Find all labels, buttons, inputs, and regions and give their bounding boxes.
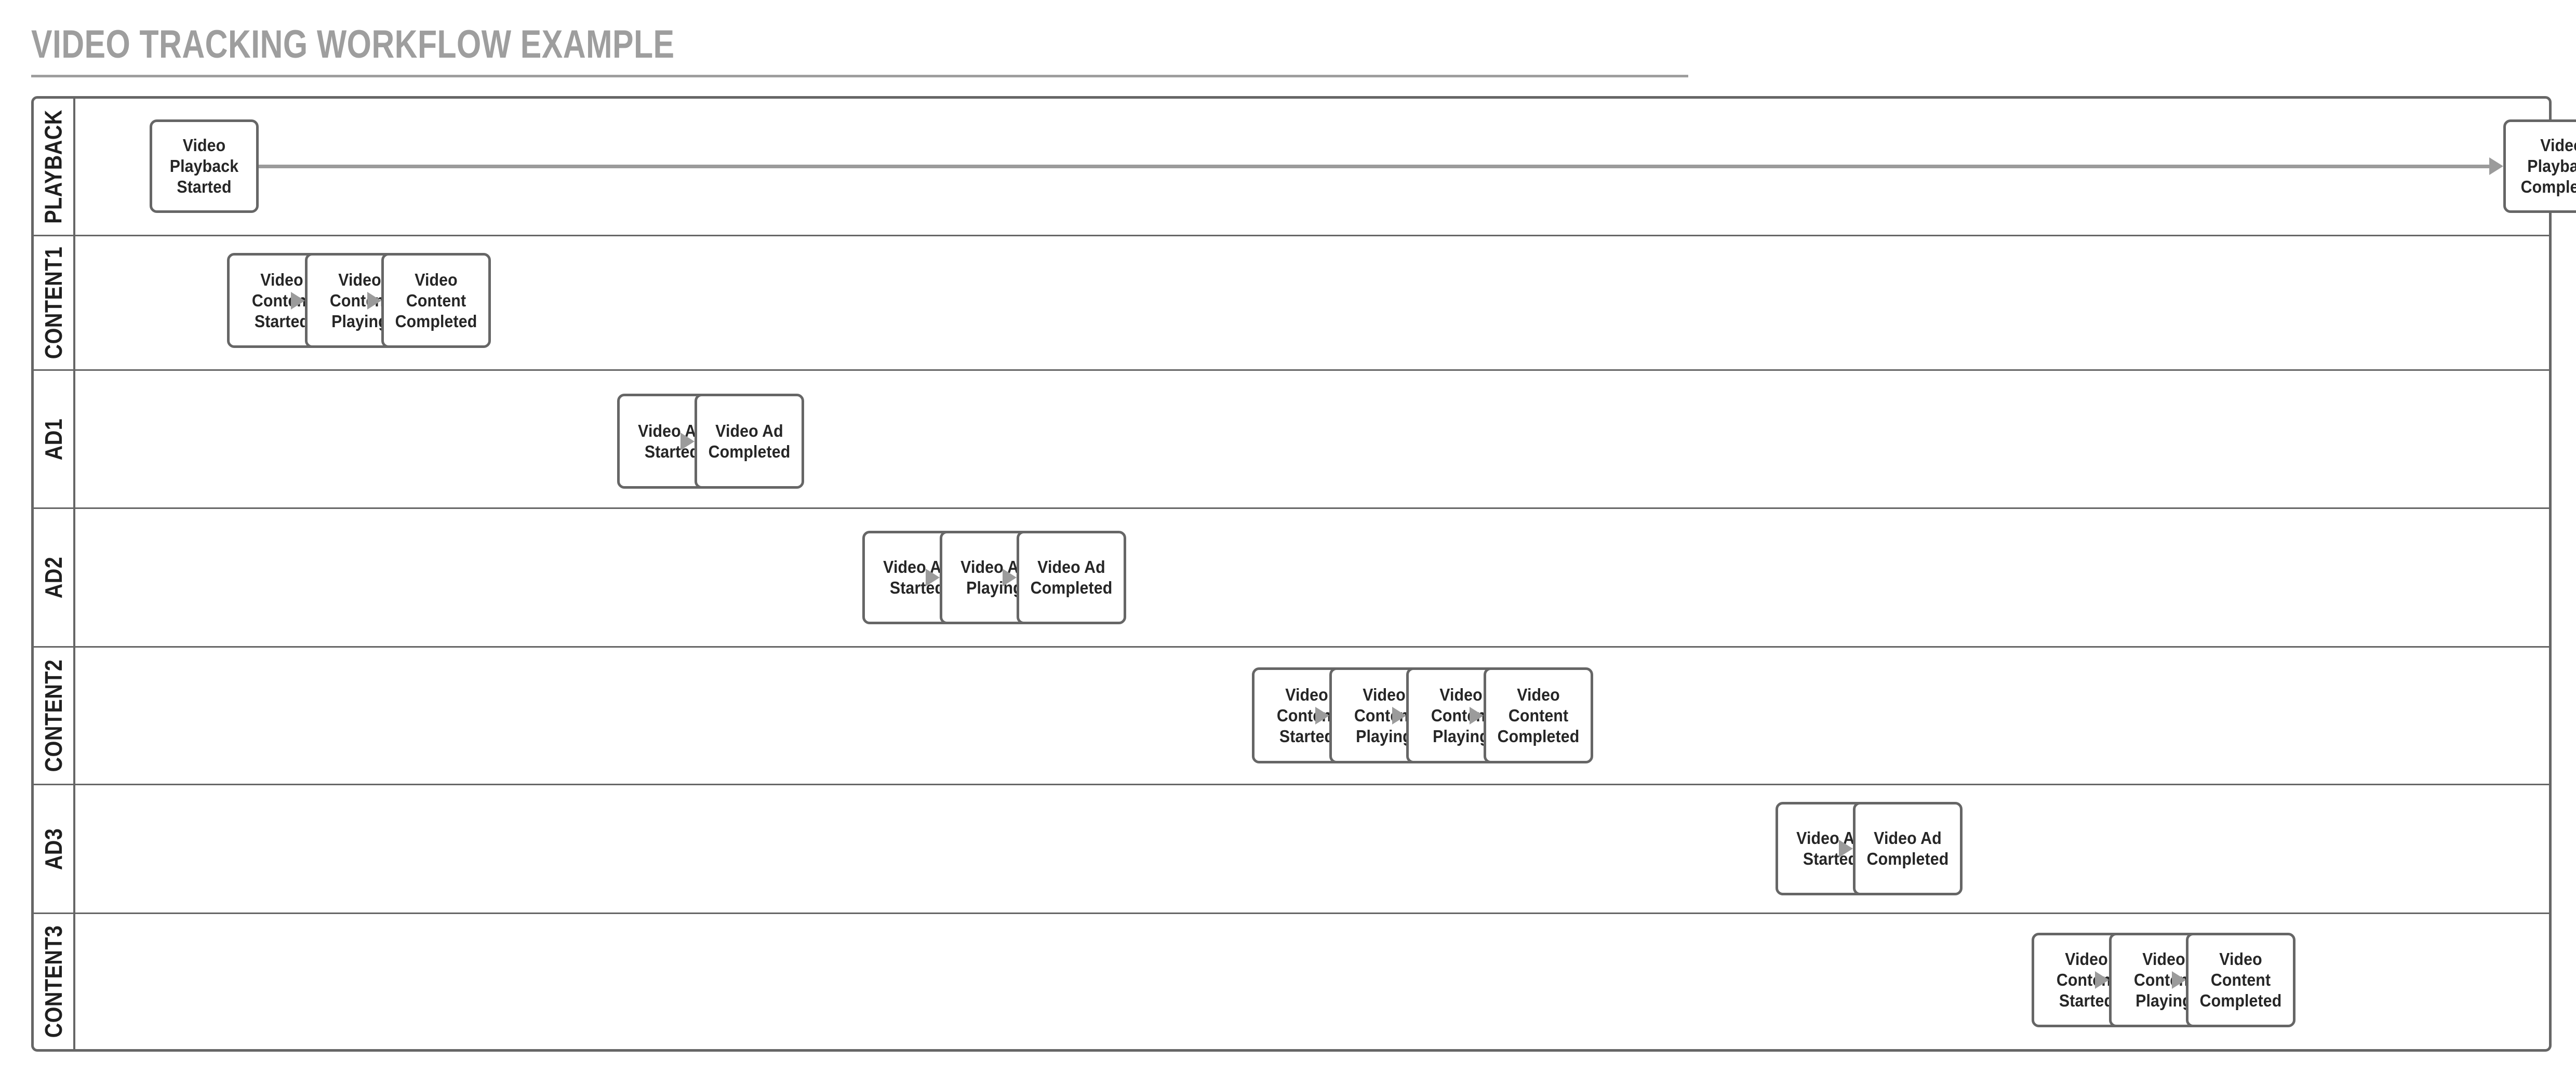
node-label: Video Ad Completed bbox=[1030, 557, 1113, 597]
arrowhead-icon bbox=[1315, 706, 1329, 724]
node-label: Video Content Completed bbox=[395, 270, 477, 331]
arrowhead-icon bbox=[1839, 840, 1853, 857]
node-label: Video Playback Started bbox=[169, 136, 239, 196]
lane-body-content2: Video Content Started Video Content Playi… bbox=[75, 648, 2549, 784]
arrowhead-icon bbox=[926, 569, 940, 586]
lane-header-content3: CONTENT3 bbox=[34, 914, 75, 1049]
node-label: Video Ad Completed bbox=[708, 421, 791, 461]
lane-header-ad2: AD2 bbox=[34, 509, 75, 646]
lane-header-ad1: AD1 bbox=[34, 371, 75, 507]
lane-body-playback: Video Playback Started Video Playback Com… bbox=[75, 99, 2576, 235]
arrowhead-icon bbox=[1392, 706, 1406, 724]
arrowhead-icon bbox=[2095, 971, 2109, 989]
node-ad3-completed[interactable]: Video Ad Completed bbox=[1853, 802, 1963, 895]
node-label: Video Content Completed bbox=[1497, 685, 1580, 746]
node-c1-completed[interactable]: Video Content Completed bbox=[381, 253, 491, 348]
lane-label-content2: CONTENT2 bbox=[40, 659, 67, 772]
lane-label-ad2: AD2 bbox=[40, 556, 67, 599]
node-ad2-completed[interactable]: Video Ad Completed bbox=[1017, 531, 1126, 624]
arrowhead-icon bbox=[291, 291, 305, 310]
node-label: Video Ad Started bbox=[1796, 828, 1864, 868]
lane-header-ad3: AD3 bbox=[34, 785, 75, 912]
connector-playback-started-to-playback-completed bbox=[259, 164, 2490, 168]
title-block: VIDEO TRACKING WORKFLOW EXAMPLE bbox=[31, 22, 1688, 77]
node-ad1-completed[interactable]: Video Ad Completed bbox=[695, 394, 804, 489]
arrowhead-icon bbox=[1470, 706, 1484, 724]
lane-label-playback: PLAYBACK bbox=[40, 110, 67, 224]
lane-header-content1: CONTENT1 bbox=[34, 236, 75, 369]
node-label: Video Content Completed bbox=[2199, 949, 2282, 1010]
arrowhead-icon bbox=[680, 432, 695, 450]
node-label: Video Playback Completed bbox=[2520, 136, 2576, 196]
arrowhead-icon bbox=[2172, 971, 2186, 989]
arrowhead-icon bbox=[2489, 157, 2503, 175]
arrowhead-icon bbox=[1003, 569, 1017, 586]
node-label: Video Content Started bbox=[1276, 685, 1337, 746]
node-label: Video Ad Started bbox=[638, 421, 706, 461]
node-c2-completed[interactable]: Video Content Completed bbox=[1484, 667, 1593, 763]
node-playback-started[interactable]: Video Playback Started bbox=[150, 119, 259, 213]
node-playback-completed[interactable]: Video Playback Completed bbox=[2503, 119, 2576, 213]
lane-label-content3: CONTENT3 bbox=[40, 925, 67, 1038]
lane-label-ad3: AD3 bbox=[40, 828, 67, 870]
lane-header-playback: PLAYBACK bbox=[34, 99, 75, 235]
node-c3-completed[interactable]: Video Content Completed bbox=[2186, 933, 2295, 1027]
lane-label-content1: CONTENT1 bbox=[40, 246, 67, 359]
arrowhead-icon bbox=[367, 291, 381, 310]
node-label: Video Content Playing bbox=[1354, 685, 1414, 746]
node-label: Video Ad Completed bbox=[1866, 828, 1949, 868]
lane-header-content2: CONTENT2 bbox=[34, 648, 75, 784]
page-title: VIDEO TRACKING WORKFLOW EXAMPLE bbox=[31, 22, 675, 66]
title-underline bbox=[31, 75, 1688, 77]
node-label: Video Content Started bbox=[2056, 949, 2117, 1010]
lane-label-ad1: AD1 bbox=[40, 418, 67, 460]
